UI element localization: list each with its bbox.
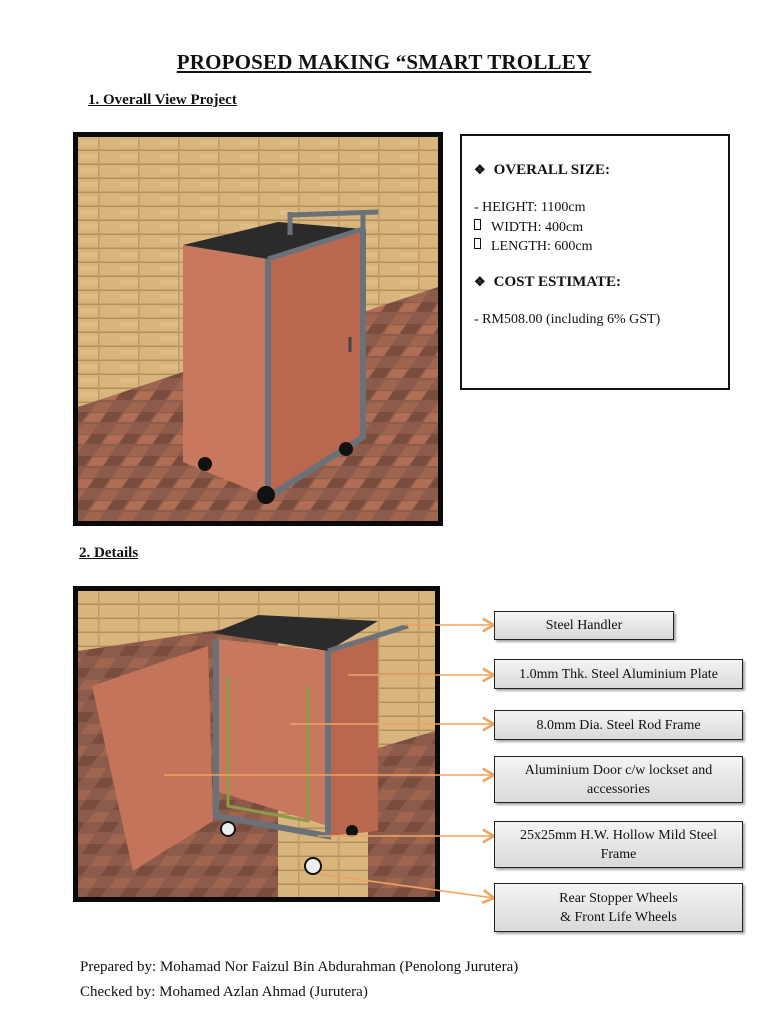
callout-wheels: Rear Stopper Wheels & Front Life Wheels (494, 883, 743, 932)
prepared-by: Prepared by: Mohamad Nor Faizul Bin Abdu… (80, 959, 519, 975)
callout-plate: 1.0mm Thk. Steel Aluminium Plate (494, 659, 743, 689)
callout-frame-line2: Frame (600, 846, 637, 862)
section-heading-overall-view: 1. Overall View Project (88, 92, 237, 108)
trolley-render-image (78, 137, 438, 521)
details-render (73, 586, 440, 902)
trolley-detail-render-image (78, 591, 435, 897)
cost-line: - RM508.00 (including 6% GST) (474, 312, 661, 327)
callout-door-line2: accessories (587, 781, 650, 797)
height-line: - HEIGHT: 1100cm (474, 200, 586, 215)
box-bullet-icon (474, 219, 481, 230)
document-title: PROPOSED MAKING “SMART TROLLEY (176, 50, 592, 74)
cost-estimate-heading: ❖COST ESTIMATE: (474, 274, 622, 290)
box-bullet-icon (474, 238, 481, 249)
callout-wheels-line1: Rear Stopper Wheels (559, 890, 678, 906)
callout-wheels-line2: & Front Life Wheels (560, 909, 677, 925)
diamond-bullet-icon: ❖ (474, 162, 486, 177)
overall-view-render (73, 132, 443, 526)
callout-door: Aluminium Door c/w lockset and accessori… (494, 756, 743, 803)
overall-size-info-box: ❖OVERALL SIZE: - HEIGHT: 1100cm WIDTH: 4… (460, 134, 730, 390)
callout-rod-frame: 8.0mm Dia. Steel Rod Frame (494, 710, 743, 740)
width-line: WIDTH: 400cm (474, 219, 583, 236)
callout-steel-handler: Steel Handler (494, 611, 674, 640)
callout-frame-line1: 25x25mm H.W. Hollow Mild Steel (519, 827, 718, 843)
section-heading-details: 2. Details (79, 545, 139, 561)
callout-door-line1: Aluminium Door c/w lockset and (524, 762, 713, 778)
diamond-bullet-icon: ❖ (474, 274, 486, 289)
checked-by: Checked by: Mohamed Azlan Ahmad (Juruter… (80, 984, 368, 1000)
callout-frame: 25x25mm H.W. Hollow Mild Steel Frame (494, 821, 743, 868)
overall-size-heading: ❖OVERALL SIZE: (474, 162, 610, 178)
length-line: LENGTH: 600cm (474, 238, 592, 255)
